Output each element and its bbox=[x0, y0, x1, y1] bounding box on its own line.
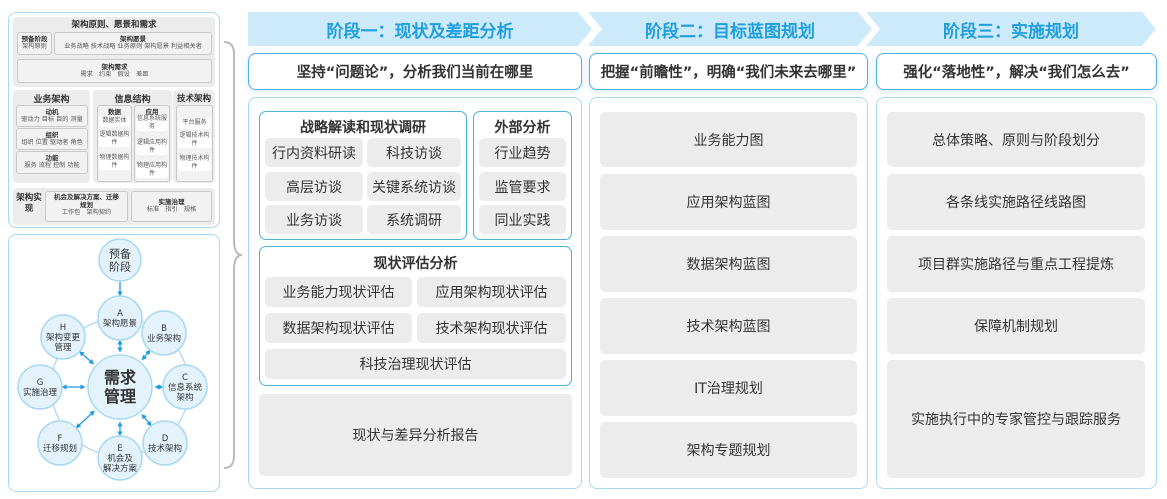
app-item: 逻辑应用构件 bbox=[136, 139, 168, 155]
external-item: 同业实践 bbox=[479, 205, 566, 234]
bidirectional-arrow bbox=[75, 410, 95, 429]
stage3-item: 保障机制规划 bbox=[887, 298, 1145, 354]
stage2-item: 技术架构蓝图 bbox=[600, 298, 857, 354]
stage2-item: 架构专题规划 bbox=[600, 422, 857, 478]
svg-text:架构: 架构 bbox=[176, 392, 193, 403]
app-item: 物理应用构件 bbox=[136, 162, 168, 178]
organization-box: 组织组织 位置 驱动者 角色 bbox=[16, 128, 88, 150]
section-title: 技术架构 bbox=[176, 94, 211, 104]
group-title: 外部分析 bbox=[494, 120, 551, 136]
assessment-item: 数据架构现状评估 bbox=[265, 313, 412, 343]
svg-text:G: G bbox=[37, 378, 44, 388]
stage1-banner: 阶段一：现状及差距分析 bbox=[248, 12, 592, 46]
bidirectional-arrow bbox=[141, 349, 151, 361]
svg-text:预备: 预备 bbox=[109, 246, 131, 260]
data-item: 逻辑数据构件 bbox=[99, 131, 130, 147]
section-title: 架构实现 bbox=[16, 193, 42, 214]
group-title: 现状评估分析 bbox=[373, 256, 458, 272]
app-item: 信息系统服务 bbox=[136, 115, 168, 131]
stage3-motto: 强化“落地性”，解决“我们怎么去” bbox=[876, 53, 1157, 90]
stage2-motto: 把握“前瞻性”，明确“我们未来去哪里” bbox=[589, 53, 868, 90]
stage2-item: 业务能力图 bbox=[600, 112, 857, 167]
external-item: 监管要求 bbox=[479, 172, 566, 201]
svg-text:阶段: 阶段 bbox=[109, 259, 131, 273]
svg-text:F: F bbox=[58, 434, 63, 444]
section-title: 架构原则、愿景和需求 bbox=[71, 20, 157, 30]
strategy-item: 行内资料研读 bbox=[265, 138, 363, 167]
stage2-item: 应用架构蓝图 bbox=[600, 174, 857, 230]
group-title: 战略解读和现状调研 bbox=[300, 120, 426, 136]
section-title: 信息结构 bbox=[114, 95, 151, 105]
requirements-box: 架构需求需求 约束 假设 差距 bbox=[17, 59, 212, 83]
stage3-item: 实施执行中的专家管控与跟踪服务 bbox=[887, 360, 1145, 478]
assessment-item: 技术架构现状评估 bbox=[417, 313, 566, 343]
bracket bbox=[223, 41, 243, 469]
preliminary-box: 预备阶段架构原则 bbox=[17, 32, 52, 55]
strategy-item: 关键系统访谈 bbox=[367, 172, 461, 201]
stage3-item: 各条线实施路径线路图 bbox=[887, 174, 1145, 230]
svg-text:E: E bbox=[117, 444, 122, 454]
stage3-item: 项目群实施路径与重点工程提炼 bbox=[887, 236, 1145, 292]
svg-text:架构愿景: 架构愿景 bbox=[103, 318, 137, 329]
svg-text:管理: 管理 bbox=[54, 342, 72, 353]
svg-text:架构变更: 架构变更 bbox=[46, 332, 81, 343]
strategy-item: 业务访谈 bbox=[265, 205, 363, 234]
svg-text:机会及: 机会及 bbox=[107, 453, 133, 464]
svg-text:D: D bbox=[162, 434, 169, 444]
svg-text:解决方案: 解决方案 bbox=[103, 463, 138, 474]
section-title: 业务架构 bbox=[33, 95, 70, 105]
motivation-box: 动机驱动力 目标 目的 测量 bbox=[16, 105, 88, 127]
svg-text:A: A bbox=[117, 309, 123, 319]
bidirectional-arrow bbox=[141, 413, 152, 427]
tech-item: 物理技术构件 bbox=[178, 155, 211, 171]
data-item: 数据实体 bbox=[99, 117, 130, 127]
svg-text:B: B bbox=[161, 324, 167, 334]
tech-item: 平台服务 bbox=[178, 119, 211, 129]
svg-text:技术架构: 技术架构 bbox=[148, 443, 182, 454]
governance-box: 实施治理标准 指引 规格 bbox=[131, 191, 212, 222]
function-box: 功能服务 流程 控制 功能 bbox=[16, 151, 88, 174]
stage2-banner: 阶段二：目标蓝图规划 bbox=[588, 12, 872, 46]
stage2-item: 数据架构蓝图 bbox=[600, 236, 857, 292]
assessment-item: 应用架构现状评估 bbox=[417, 277, 566, 307]
svg-text:C: C bbox=[182, 373, 188, 383]
strategy-item: 高层访谈 bbox=[265, 172, 363, 201]
svg-text:H: H bbox=[60, 323, 66, 333]
stage1-motto: 坚持“问题论”，分析我们当前在哪里 bbox=[248, 53, 582, 90]
preliminary-phase-node: 预备阶段 bbox=[98, 238, 142, 282]
bidirectional-arrow bbox=[79, 351, 95, 365]
stage2-item: IT治理规划 bbox=[600, 360, 857, 416]
tech-item: 逻辑技术构件 bbox=[178, 132, 211, 148]
assessment-item: 科技治理现状评估 bbox=[265, 349, 566, 379]
stage3-item: 总体策略、原则与阶段划分 bbox=[887, 112, 1145, 167]
external-item: 行业趋势 bbox=[479, 138, 566, 167]
data-item: 物理数据构件 bbox=[99, 154, 130, 170]
opportunity-box: 机会及解决方案、迁移规划工作包 架构契约 bbox=[45, 191, 128, 222]
svg-text:实施治理: 实施治理 bbox=[23, 387, 58, 398]
strategy-item: 系统调研 bbox=[367, 205, 461, 234]
report-item: 现状与差异分析报告 bbox=[259, 394, 572, 476]
assessment-item: 业务能力现状评估 bbox=[265, 277, 412, 307]
vision-box: 架构愿景业务战略 技术战略 业务原则 架构愿景 利益相关者 bbox=[54, 32, 212, 55]
svg-text:迁移规划: 迁移规划 bbox=[43, 443, 77, 454]
stage3-banner: 阶段三：实施规划 bbox=[866, 12, 1156, 46]
svg-text:需求: 需求 bbox=[104, 368, 137, 387]
strategy-item: 科技访谈 bbox=[367, 138, 461, 167]
svg-text:管理: 管理 bbox=[104, 387, 136, 406]
svg-text:信息系统: 信息系统 bbox=[168, 382, 203, 393]
svg-text:业务架构: 业务架构 bbox=[147, 333, 181, 344]
